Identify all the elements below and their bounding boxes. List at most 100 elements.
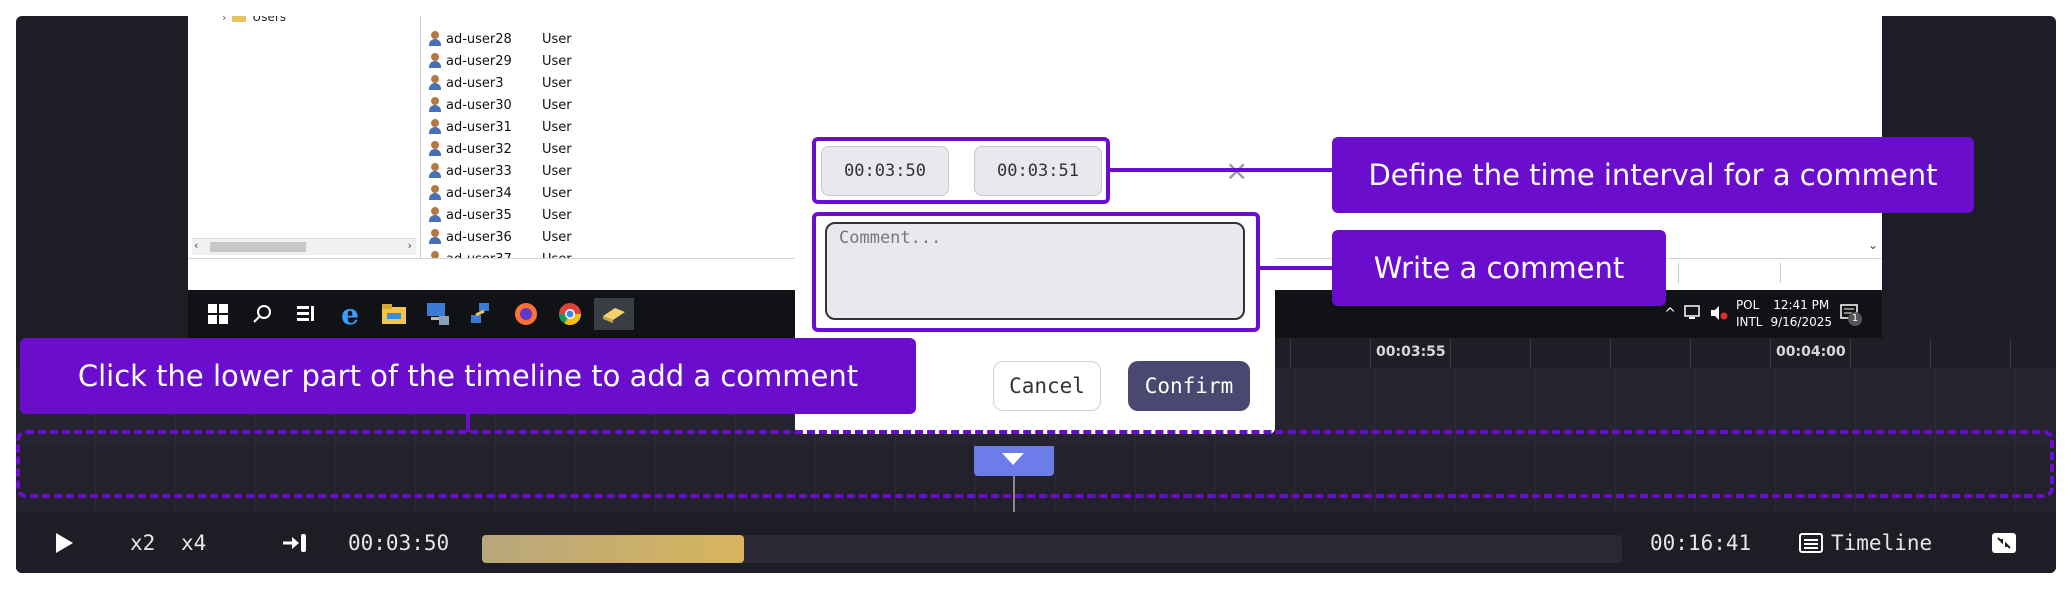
chevron-up-icon: ^ (1664, 306, 1676, 322)
clock-date: 9/16/2025 (1770, 315, 1832, 329)
timeline-highlight (16, 430, 2054, 498)
task-view-icon (286, 298, 326, 330)
user-icon (428, 97, 442, 113)
play-button[interactable] (54, 512, 74, 573)
ruler-tick (1450, 338, 1451, 368)
interval-highlight (812, 137, 1110, 204)
network-icon (1684, 304, 1702, 324)
start-time-input[interactable]: 00:03:50 (821, 146, 949, 196)
folder-icon (232, 16, 247, 22)
jump-in-icon (283, 533, 306, 552)
list-item[interactable]: ad-user35 User (428, 204, 602, 226)
list-item[interactable]: ad-user36 User (428, 226, 602, 248)
user-type: User (542, 119, 572, 135)
play-icon (56, 532, 73, 553)
scroll-down-icon: ⌄ (1867, 238, 1878, 252)
input-language: POL INTL (1736, 297, 1763, 331)
exit-fullscreen-button[interactable] (1991, 512, 2017, 573)
clock-time: 12:41 PM (1773, 298, 1830, 312)
tree-horizontal-scrollbar: ‹ › (192, 238, 416, 255)
user-type: User (542, 53, 572, 69)
speed-x4-button[interactable]: x4 (181, 530, 207, 555)
timeline-toggle-button[interactable]: Timeline (1799, 512, 1932, 573)
comment-connector (1258, 266, 1332, 270)
jump-to-button[interactable] (282, 512, 308, 573)
ruler-tick (1530, 338, 1531, 368)
tree-item-users: › Users (222, 16, 286, 24)
network-share-icon (462, 298, 502, 330)
user-name: ad-user30 (446, 97, 512, 113)
ruler-tick (1370, 338, 1371, 368)
language-code: POL (1735, 298, 1760, 312)
user-type: User (542, 185, 572, 201)
explorer-tree-pane: › Users ‹ › (188, 16, 421, 258)
comment-textarea[interactable]: Comment... (825, 222, 1245, 320)
speed-x2-button[interactable]: x2 (130, 530, 156, 555)
scrollbar-thumb (210, 242, 306, 252)
user-icon (428, 75, 442, 91)
ruler-tick (1610, 338, 1611, 368)
ruler-tick-label: 00:04:00 (1776, 344, 1846, 360)
progress-fill (482, 535, 745, 563)
user-name: ad-user36 (446, 229, 512, 245)
status-divider (1678, 263, 1679, 283)
confirm-button[interactable]: Confirm (1128, 361, 1250, 411)
user-type: User (542, 207, 572, 223)
ruler-tick (1770, 338, 1771, 368)
list-item[interactable]: ad-user29 User (428, 50, 602, 72)
network-computer-icon (418, 298, 458, 330)
user-icon (428, 119, 442, 135)
chevron-right-icon: › (222, 16, 227, 24)
interval-connector (1108, 168, 1332, 172)
current-time: 00:03:50 (348, 530, 450, 555)
user-type: User (542, 163, 572, 179)
timeline-toggle-label: Timeline (1831, 530, 1933, 555)
firefox-icon (506, 298, 546, 330)
user-type: User (542, 229, 572, 245)
list-item[interactable]: ad-user34 User (428, 182, 602, 204)
clock: 12:41 PM 9/16/2025 (1770, 297, 1832, 331)
volume-muted-icon (1710, 305, 1728, 324)
user-name: ad-user29 (446, 53, 512, 69)
keyboard-layout: INTL (1735, 315, 1763, 329)
cancel-button[interactable]: Cancel (993, 361, 1101, 411)
system-tray: ^ POL INTL 12:41 PM 9/16/2025 1 (1664, 290, 1882, 338)
internet-explorer-icon: e (341, 297, 359, 331)
ruler-tick (1290, 338, 1291, 368)
user-icon (428, 141, 442, 157)
user-icon (428, 207, 442, 223)
user-icon (428, 229, 442, 245)
eraser-app-icon (594, 298, 634, 330)
user-icon (428, 31, 442, 47)
list-item[interactable]: ad-user33 User (428, 160, 602, 182)
user-icon (428, 53, 442, 69)
tree-item-label: Users (252, 16, 287, 24)
comment-highlight (812, 212, 1260, 332)
end-time-input[interactable]: 00:03:51 (974, 146, 1102, 196)
list-icon (1799, 532, 1823, 553)
scroll-left-icon: ‹ (194, 239, 199, 252)
user-icon (428, 163, 442, 179)
user-type: User (542, 31, 572, 47)
file-explorer-icon (374, 298, 414, 330)
user-name: ad-user34 (446, 185, 512, 201)
user-name: ad-user32 (446, 141, 512, 157)
user-name: ad-user35 (446, 207, 512, 223)
scroll-right-icon: › (407, 239, 412, 252)
player-controls: x2 x4 00:03:50 00:16:41 Timeline (16, 512, 2056, 573)
user-name: ad-user33 (446, 163, 512, 179)
progress-bar[interactable] (482, 535, 1622, 563)
ruler-tick (2010, 338, 2011, 368)
timeline-callout: Click the lower part of the timeline to … (20, 338, 916, 414)
user-icon (428, 185, 442, 201)
status-divider (1780, 263, 1781, 283)
search-icon (242, 298, 282, 330)
minimize-icon (1992, 532, 2016, 553)
chrome-icon (550, 298, 590, 330)
